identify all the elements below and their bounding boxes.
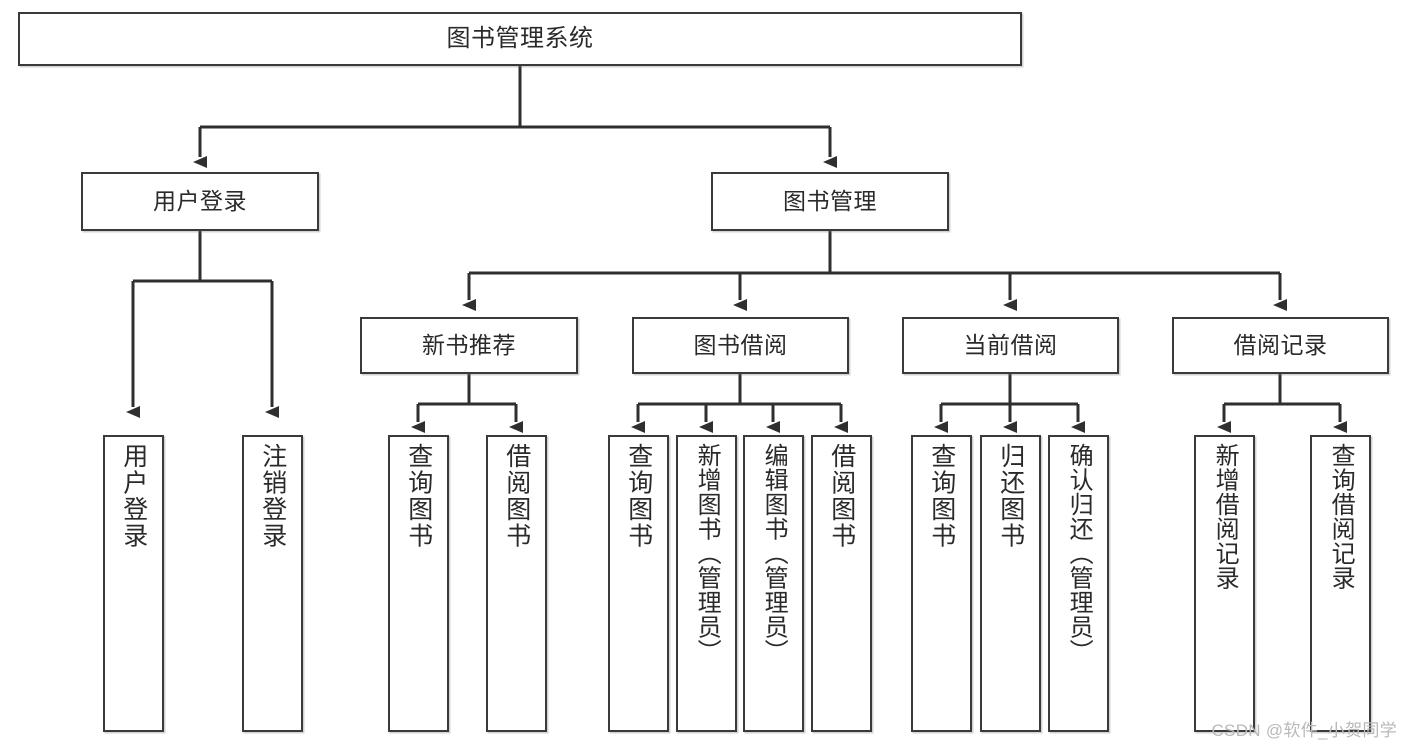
- node-label: 新增图书（管理员）: [693, 443, 721, 664]
- node-label: 查询图书: [404, 443, 433, 549]
- leaf-borrow-record-add[interactable]: 新增借阅记录: [1194, 435, 1255, 732]
- node-new-book-recommend[interactable]: 新书推荐: [360, 317, 578, 374]
- node-label: 新增借阅记录: [1211, 443, 1239, 590]
- node-book-borrow[interactable]: 图书借阅: [632, 317, 849, 374]
- node-label: 用户登录: [119, 443, 148, 549]
- node-label: 图书借阅: [693, 331, 788, 358]
- leaf-new-book-query[interactable]: 查询图书: [388, 435, 449, 732]
- node-label: 借阅记录: [1233, 331, 1328, 358]
- node-label: 查询图书: [624, 443, 653, 549]
- node-label: 编辑图书（管理员）: [760, 443, 788, 664]
- node-label: 注销登录: [258, 443, 287, 549]
- leaf-current-borrow-confirm[interactable]: 确认归还（管理员）: [1048, 435, 1109, 732]
- node-root-library-system[interactable]: 图书管理系统: [18, 12, 1022, 66]
- node-label: 用户登录: [153, 187, 247, 214]
- node-label: 新书推荐: [422, 331, 516, 358]
- node-label: 当前借阅: [963, 331, 1058, 358]
- leaf-borrow-record-query[interactable]: 查询借阅记录: [1310, 435, 1371, 732]
- leaf-book-borrow-borrow[interactable]: 借阅图书: [811, 435, 872, 732]
- node-label: 图书管理: [783, 187, 877, 214]
- node-label: 借阅图书: [502, 443, 531, 549]
- node-label: 归还图书: [996, 443, 1025, 549]
- node-label: 查询借阅记录: [1327, 443, 1355, 590]
- leaf-current-borrow-return[interactable]: 归还图书: [980, 435, 1041, 732]
- node-user-login[interactable]: 用户登录: [81, 172, 319, 231]
- node-label: 查询图书: [927, 443, 956, 549]
- node-label: 借阅图书: [827, 443, 856, 549]
- node-label: 确认归还（管理员）: [1065, 443, 1093, 664]
- leaf-current-borrow-query[interactable]: 查询图书: [911, 435, 972, 732]
- leaf-user-login-login[interactable]: 用户登录: [103, 435, 164, 732]
- leaf-book-borrow-query[interactable]: 查询图书: [608, 435, 669, 732]
- leaf-user-login-logout[interactable]: 注销登录: [242, 435, 303, 732]
- node-label: 图书管理系统: [446, 24, 594, 52]
- node-current-borrow[interactable]: 当前借阅: [902, 317, 1119, 374]
- watermark: CSDN @软件_小贺同学: [1211, 721, 1397, 740]
- node-book-management[interactable]: 图书管理: [711, 172, 949, 231]
- leaf-book-borrow-edit[interactable]: 编辑图书（管理员）: [743, 435, 804, 732]
- leaf-book-borrow-add[interactable]: 新增图书（管理员）: [676, 435, 737, 732]
- leaf-new-book-borrow[interactable]: 借阅图书: [486, 435, 547, 732]
- node-borrow-record[interactable]: 借阅记录: [1172, 317, 1389, 374]
